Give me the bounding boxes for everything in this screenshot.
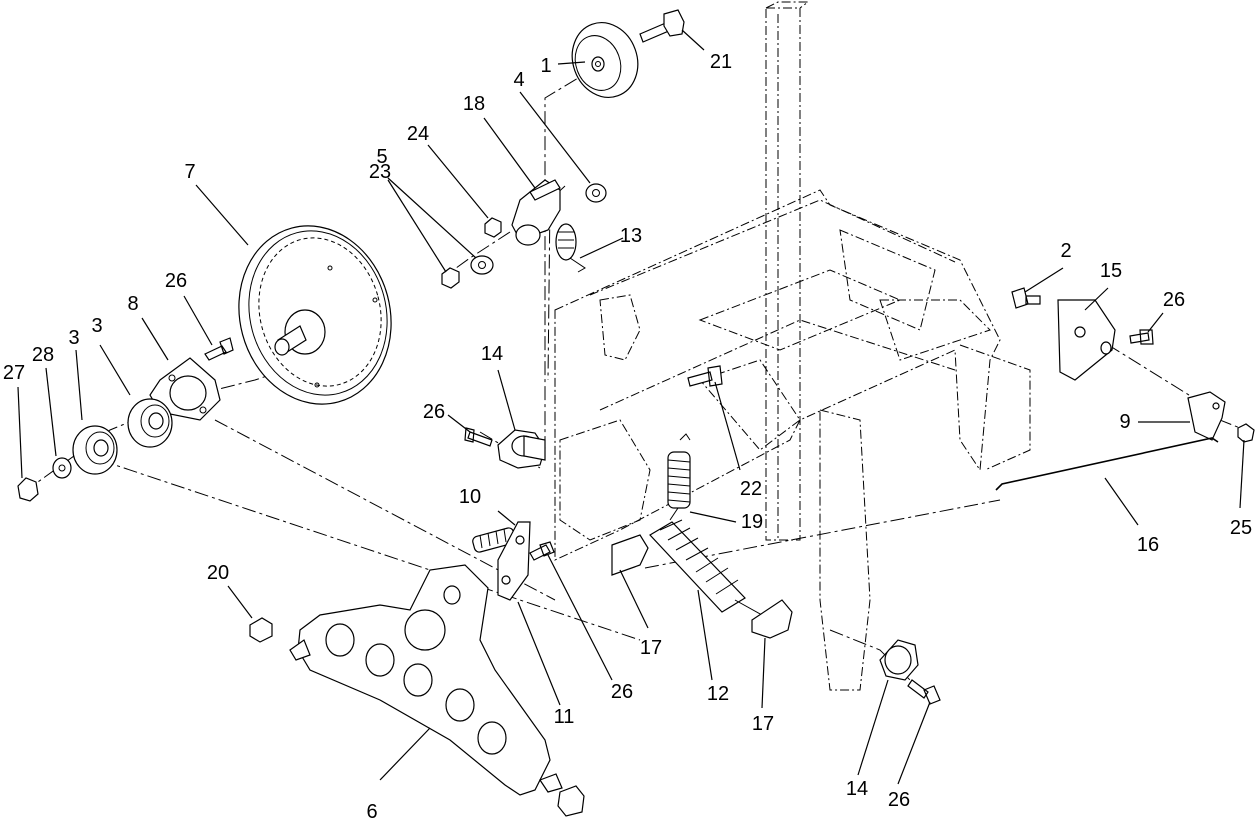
- callout-22: 22: [739, 478, 763, 500]
- bolt-26-right: [1129, 329, 1154, 345]
- bolt-26-lower: [907, 679, 941, 705]
- spacer-20: [249, 617, 273, 643]
- callout-24: 24: [406, 123, 430, 145]
- callout-2: 2: [1060, 240, 1072, 262]
- frame-outline: [554, 1, 1031, 691]
- callout-13: 13: [619, 225, 643, 247]
- bearing-3-right: [127, 398, 173, 448]
- callout-3a: 3: [68, 327, 80, 349]
- bolt-26-flange: [204, 337, 234, 361]
- bracket-15: [1057, 299, 1116, 381]
- callout-21: 21: [709, 51, 733, 73]
- bearing-3-left: [72, 425, 118, 475]
- washer-4: [585, 183, 607, 203]
- pulley-bolt: [639, 9, 685, 43]
- callout-20: 20: [206, 562, 230, 584]
- clip-17-upper: [611, 534, 649, 576]
- callout-26d: 26: [1162, 289, 1186, 311]
- callout-3b: 3: [91, 315, 103, 337]
- torsion-spring-13: [555, 223, 586, 273]
- spring-12: [649, 519, 781, 626]
- nut-24: [484, 217, 502, 238]
- plate-9: [1187, 391, 1226, 441]
- shoulder-bolt-2: [1011, 287, 1041, 309]
- leader-lines: [17, 29, 1245, 785]
- bearing-flange-8: [149, 357, 221, 421]
- callout-11: 11: [553, 706, 575, 728]
- bolt-26-arm: [529, 541, 555, 561]
- clip-17-lower: [751, 599, 793, 639]
- callout-27: 27: [2, 362, 26, 384]
- washer-28: [52, 457, 72, 479]
- callout-23: 23: [368, 161, 392, 183]
- bolt-26-mount: [464, 427, 493, 447]
- callout-17a: 17: [639, 637, 663, 659]
- callout-26a: 26: [164, 270, 188, 292]
- callout-19: 19: [740, 511, 764, 533]
- callout-1: 1: [540, 55, 552, 77]
- callout-12: 12: [706, 683, 730, 705]
- callout-25: 25: [1229, 517, 1253, 539]
- spacer-lower: [557, 785, 585, 817]
- callout-8: 8: [127, 293, 139, 315]
- idler-bracket: [511, 179, 561, 246]
- nut-23: [441, 267, 460, 289]
- callout-7: 7: [184, 161, 196, 183]
- callout-18: 18: [462, 93, 486, 115]
- callout-5: 5: [376, 146, 388, 168]
- nut-27: [17, 477, 39, 502]
- drive-pulley: [238, 225, 392, 405]
- callout-28: 28: [31, 344, 55, 366]
- bushing-14-upper: [497, 429, 546, 469]
- callout-9: 9: [1119, 411, 1131, 433]
- callout-26c: 26: [610, 681, 634, 703]
- washer-5: [470, 255, 494, 275]
- callout-26b: 26: [422, 401, 446, 423]
- callout-26e: 26: [887, 789, 911, 811]
- callout-15: 15: [1099, 260, 1123, 282]
- callout-17b: 17: [751, 713, 775, 735]
- callout-14b: 14: [845, 778, 869, 800]
- callout-14a: 14: [480, 343, 504, 365]
- nut-25: [1237, 423, 1255, 443]
- callout-4: 4: [513, 69, 525, 91]
- swing-arm-6: [289, 564, 563, 796]
- callout-16: 16: [1136, 534, 1160, 556]
- pin-22: [687, 365, 723, 387]
- idler-pulley: [571, 22, 639, 98]
- bushing-14-lower: [879, 639, 919, 681]
- rod-16: [995, 437, 1219, 491]
- callout-10: 10: [458, 486, 482, 508]
- callout-6: 6: [366, 801, 378, 823]
- spring-19: [667, 433, 691, 521]
